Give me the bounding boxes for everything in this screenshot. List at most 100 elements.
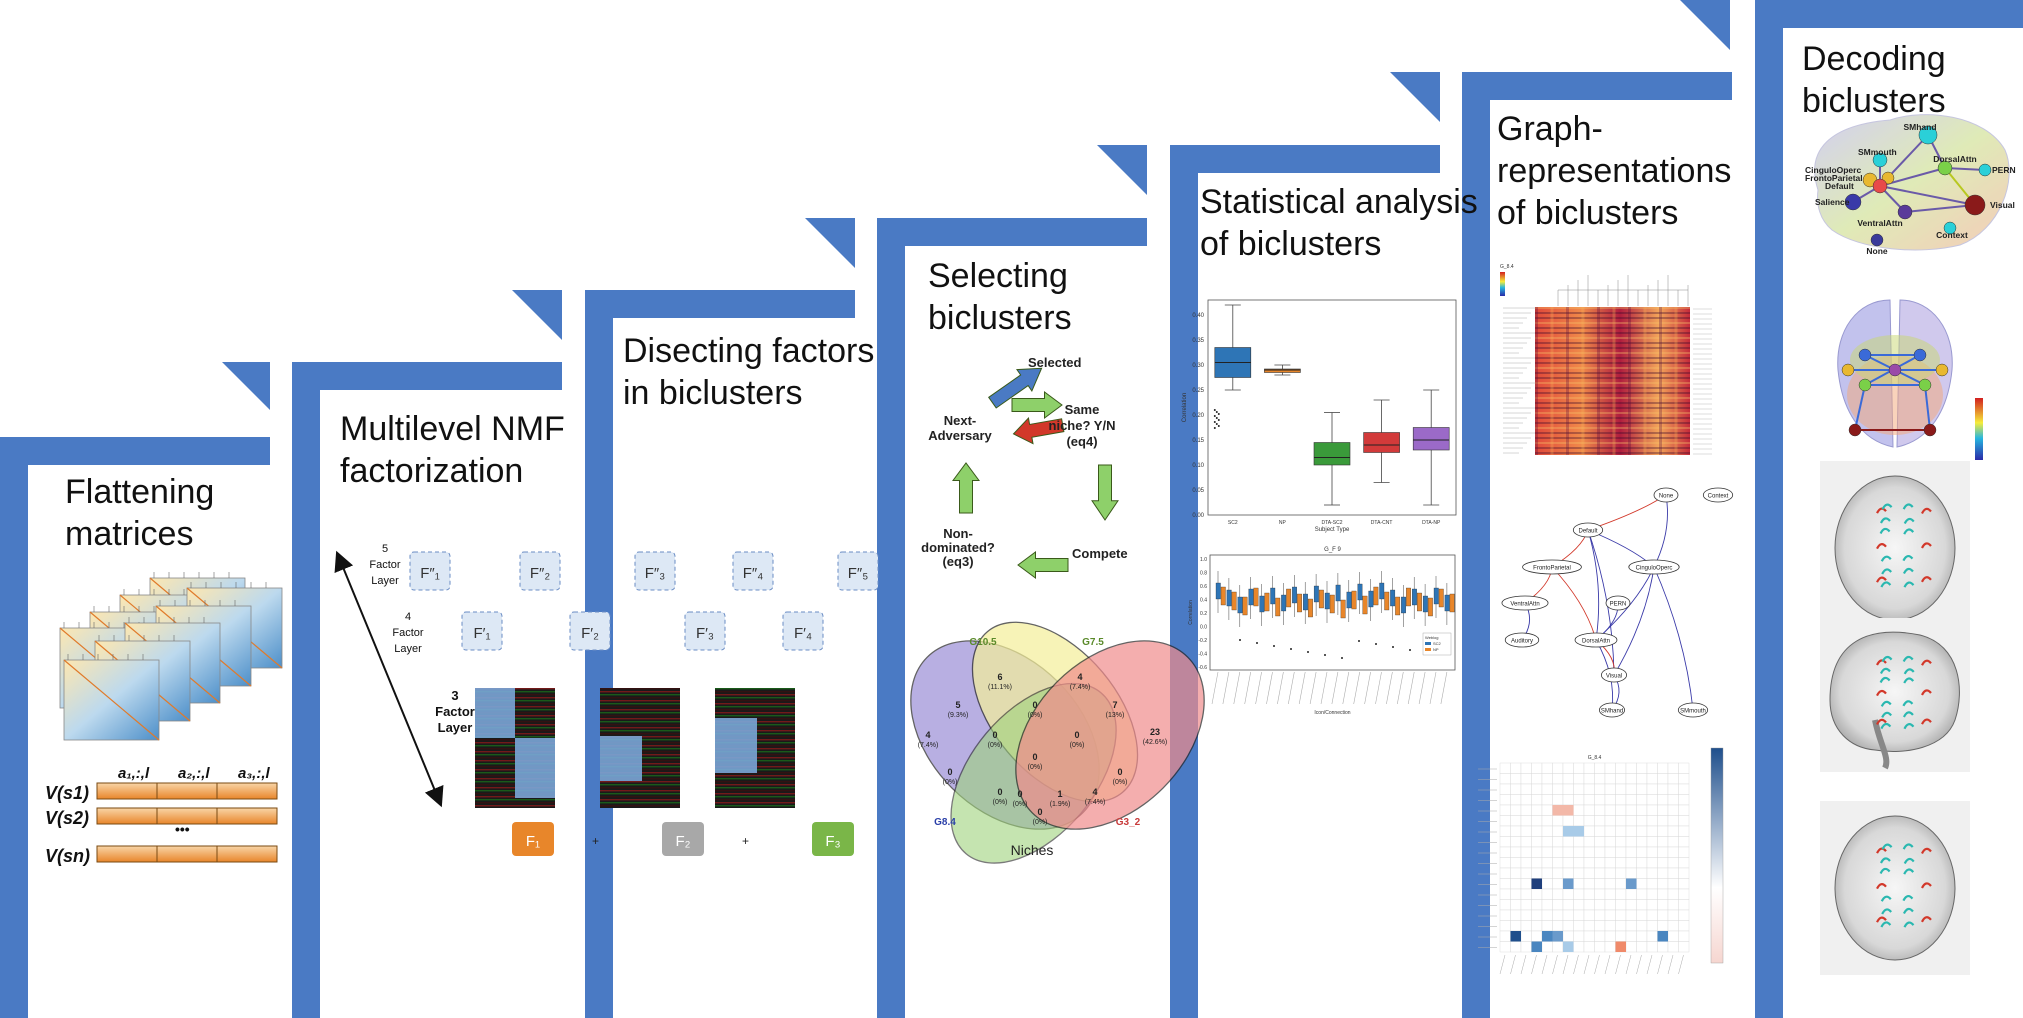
matrix-cell-highlight	[1563, 878, 1574, 889]
matrix-cell	[1562, 846, 1574, 858]
network-node-label: Visual	[1606, 674, 1622, 680]
brain-top-glow	[1850, 335, 1940, 385]
y-tick-label: 0.15	[1192, 438, 1204, 444]
matrix-cell	[1583, 941, 1595, 953]
stair-triangle	[805, 218, 855, 268]
vector-segment	[156, 845, 218, 863]
matrix-cell	[1594, 794, 1606, 806]
brain-top-node	[1858, 348, 1872, 362]
matrix-cell	[1646, 815, 1658, 827]
factor-layer-label: 5	[382, 543, 388, 555]
legend-label: SC2	[1433, 641, 1442, 646]
matrix-cell	[1657, 867, 1669, 879]
matrix-cell	[1583, 836, 1595, 848]
box-sc2	[1259, 595, 1265, 613]
brain-node-label: Salience	[1815, 197, 1850, 207]
matrix-cell-highlight	[1531, 941, 1542, 952]
y-tick-label: -0.2	[1198, 638, 1207, 644]
matrix-cell	[1541, 773, 1553, 785]
matrix-cell	[1604, 909, 1616, 921]
brain-node-label: SMmouth	[1858, 147, 1897, 157]
factor-layer-label: Factor	[392, 627, 424, 639]
clustered-heatmap: G_8.4	[1500, 264, 1712, 455]
venn-region-percent: (0%)	[1028, 764, 1043, 771]
matrix-cell	[1552, 941, 1564, 953]
stair-tread	[1170, 145, 1440, 173]
matrix-cell	[1594, 878, 1606, 890]
matrix-stripe	[600, 724, 680, 726]
matrix-cell-highlight	[1573, 826, 1584, 837]
bicluster-highlight	[600, 736, 642, 781]
matrix-cell	[1657, 836, 1669, 848]
stair-riser	[1755, 0, 1783, 1018]
matrix-cell	[1667, 888, 1679, 900]
box-sc2	[1270, 587, 1276, 605]
heatmap-row	[1535, 347, 1690, 349]
column-label-stub	[1583, 954, 1590, 975]
matrix-cell	[1499, 888, 1511, 900]
matrix-cell	[1615, 867, 1627, 879]
box-np	[1253, 587, 1259, 607]
matrix-cell	[1520, 783, 1532, 795]
box-np	[1297, 593, 1302, 613]
stair-riser	[1170, 145, 1198, 1018]
column-label: a₂,:,l	[178, 765, 210, 782]
brain-node-label: Default	[1825, 181, 1854, 191]
factor-box-label: F″₁	[420, 565, 440, 582]
cycle-step-label: (eq4)	[1066, 434, 1097, 449]
matrix-cell	[1552, 909, 1564, 921]
factor-box-label: F″₃	[645, 565, 666, 582]
factor-box-label: F″₂	[530, 565, 550, 582]
brain-top-edge	[1854, 384, 1866, 431]
heatmap-row	[1535, 322, 1690, 324]
stair-triangle	[512, 290, 562, 340]
bicluster-highlight	[715, 718, 757, 773]
matrix-stripe	[715, 712, 795, 714]
stair-step-4	[877, 145, 1147, 1018]
matrix-cell	[1667, 815, 1679, 827]
box-sc2	[1379, 582, 1385, 600]
matrix-cell	[1615, 794, 1627, 806]
matrix-cell	[1510, 899, 1522, 911]
matrix-cell	[1552, 836, 1564, 848]
tract-streamline	[1880, 555, 1892, 562]
matrix-stripe	[715, 694, 795, 696]
stage-title-statistical: Statistical analysis	[1200, 183, 1478, 221]
matrix-stripe	[600, 784, 680, 786]
matrix-cell	[1594, 909, 1606, 921]
matrix-stripe	[715, 697, 795, 699]
matrix-cell	[1594, 930, 1606, 942]
box-sc2	[1303, 593, 1308, 611]
column-label-stub	[1562, 954, 1569, 975]
matrix-cell	[1604, 836, 1616, 848]
legend-swatch	[1425, 642, 1431, 645]
factor-sum-box	[662, 822, 704, 856]
brain-top-node	[1888, 363, 1902, 377]
matrix-cell	[1573, 836, 1585, 848]
heatmap-column	[1643, 307, 1647, 455]
network-node	[1628, 559, 1680, 575]
brain-top-node	[1858, 378, 1872, 392]
column-label-stub	[1552, 954, 1558, 975]
outlier	[1213, 421, 1216, 423]
matrix-cell	[1646, 762, 1658, 774]
column-label-stub	[1667, 954, 1674, 975]
factor-layer-label: 4	[405, 611, 411, 623]
box-sc2	[1248, 588, 1254, 606]
stair-riser	[585, 290, 613, 1018]
matrix-cell	[1646, 825, 1658, 837]
venn-set-label: G3_2	[1116, 817, 1141, 828]
row-label: V(s2)	[45, 808, 89, 828]
matrix-stripe	[600, 688, 680, 690]
matrix-cell	[1552, 773, 1564, 785]
stair-triangle	[1097, 145, 1147, 195]
network-node	[1574, 632, 1618, 648]
venn-region-count: 4	[1077, 672, 1082, 682]
nmf-matrix	[475, 688, 555, 808]
matrix-cell	[1678, 804, 1690, 816]
stair-step-5	[1170, 72, 1440, 1018]
matrix-cell	[1604, 815, 1616, 827]
factor-box-label: F′₃	[696, 625, 714, 642]
plus-sign: +	[592, 834, 599, 848]
